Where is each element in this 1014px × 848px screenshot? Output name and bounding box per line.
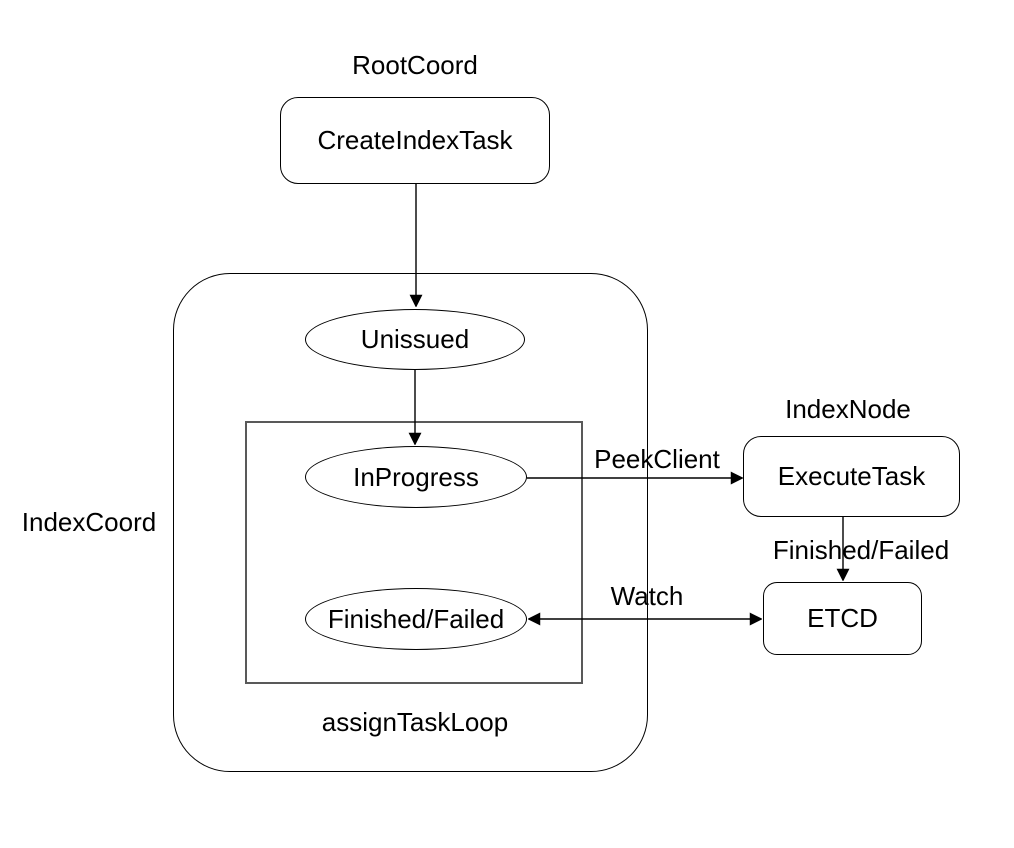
assign-task-loop-label: assignTaskLoop [321, 707, 509, 738]
root-coord-group-label: RootCoord [352, 50, 478, 81]
node-etcd: ETCD [763, 582, 922, 655]
index-coord-group-container [173, 273, 648, 772]
index-coord-group-label: IndexCoord [21, 507, 157, 538]
node-unissued-label: Unissued [360, 324, 470, 354]
edge-label-watch: Watch [610, 581, 684, 612]
node-execute-task: ExecuteTask [743, 436, 960, 517]
node-etcd-label: ETCD [807, 603, 878, 633]
node-in-progress-label: InProgress [353, 461, 479, 492]
node-create-index-task-label: CreateIndexTask [317, 125, 513, 155]
edge-label-finished-failed: Finished/Failed [772, 535, 950, 566]
node-in-progress: InProgress [305, 446, 527, 508]
node-finished-failed-label: Finished/Failed [327, 603, 505, 634]
node-execute-task-label: ExecuteTask [777, 461, 926, 491]
edge-label-peek-client: PeekClient [594, 444, 720, 475]
node-create-index-task: CreateIndexTask [280, 97, 550, 184]
assign-task-loop-container [245, 421, 583, 684]
node-unissued: Unissued [305, 309, 525, 370]
index-node-group-label: IndexNode [785, 394, 911, 425]
node-finished-failed: Finished/Failed [305, 588, 527, 650]
